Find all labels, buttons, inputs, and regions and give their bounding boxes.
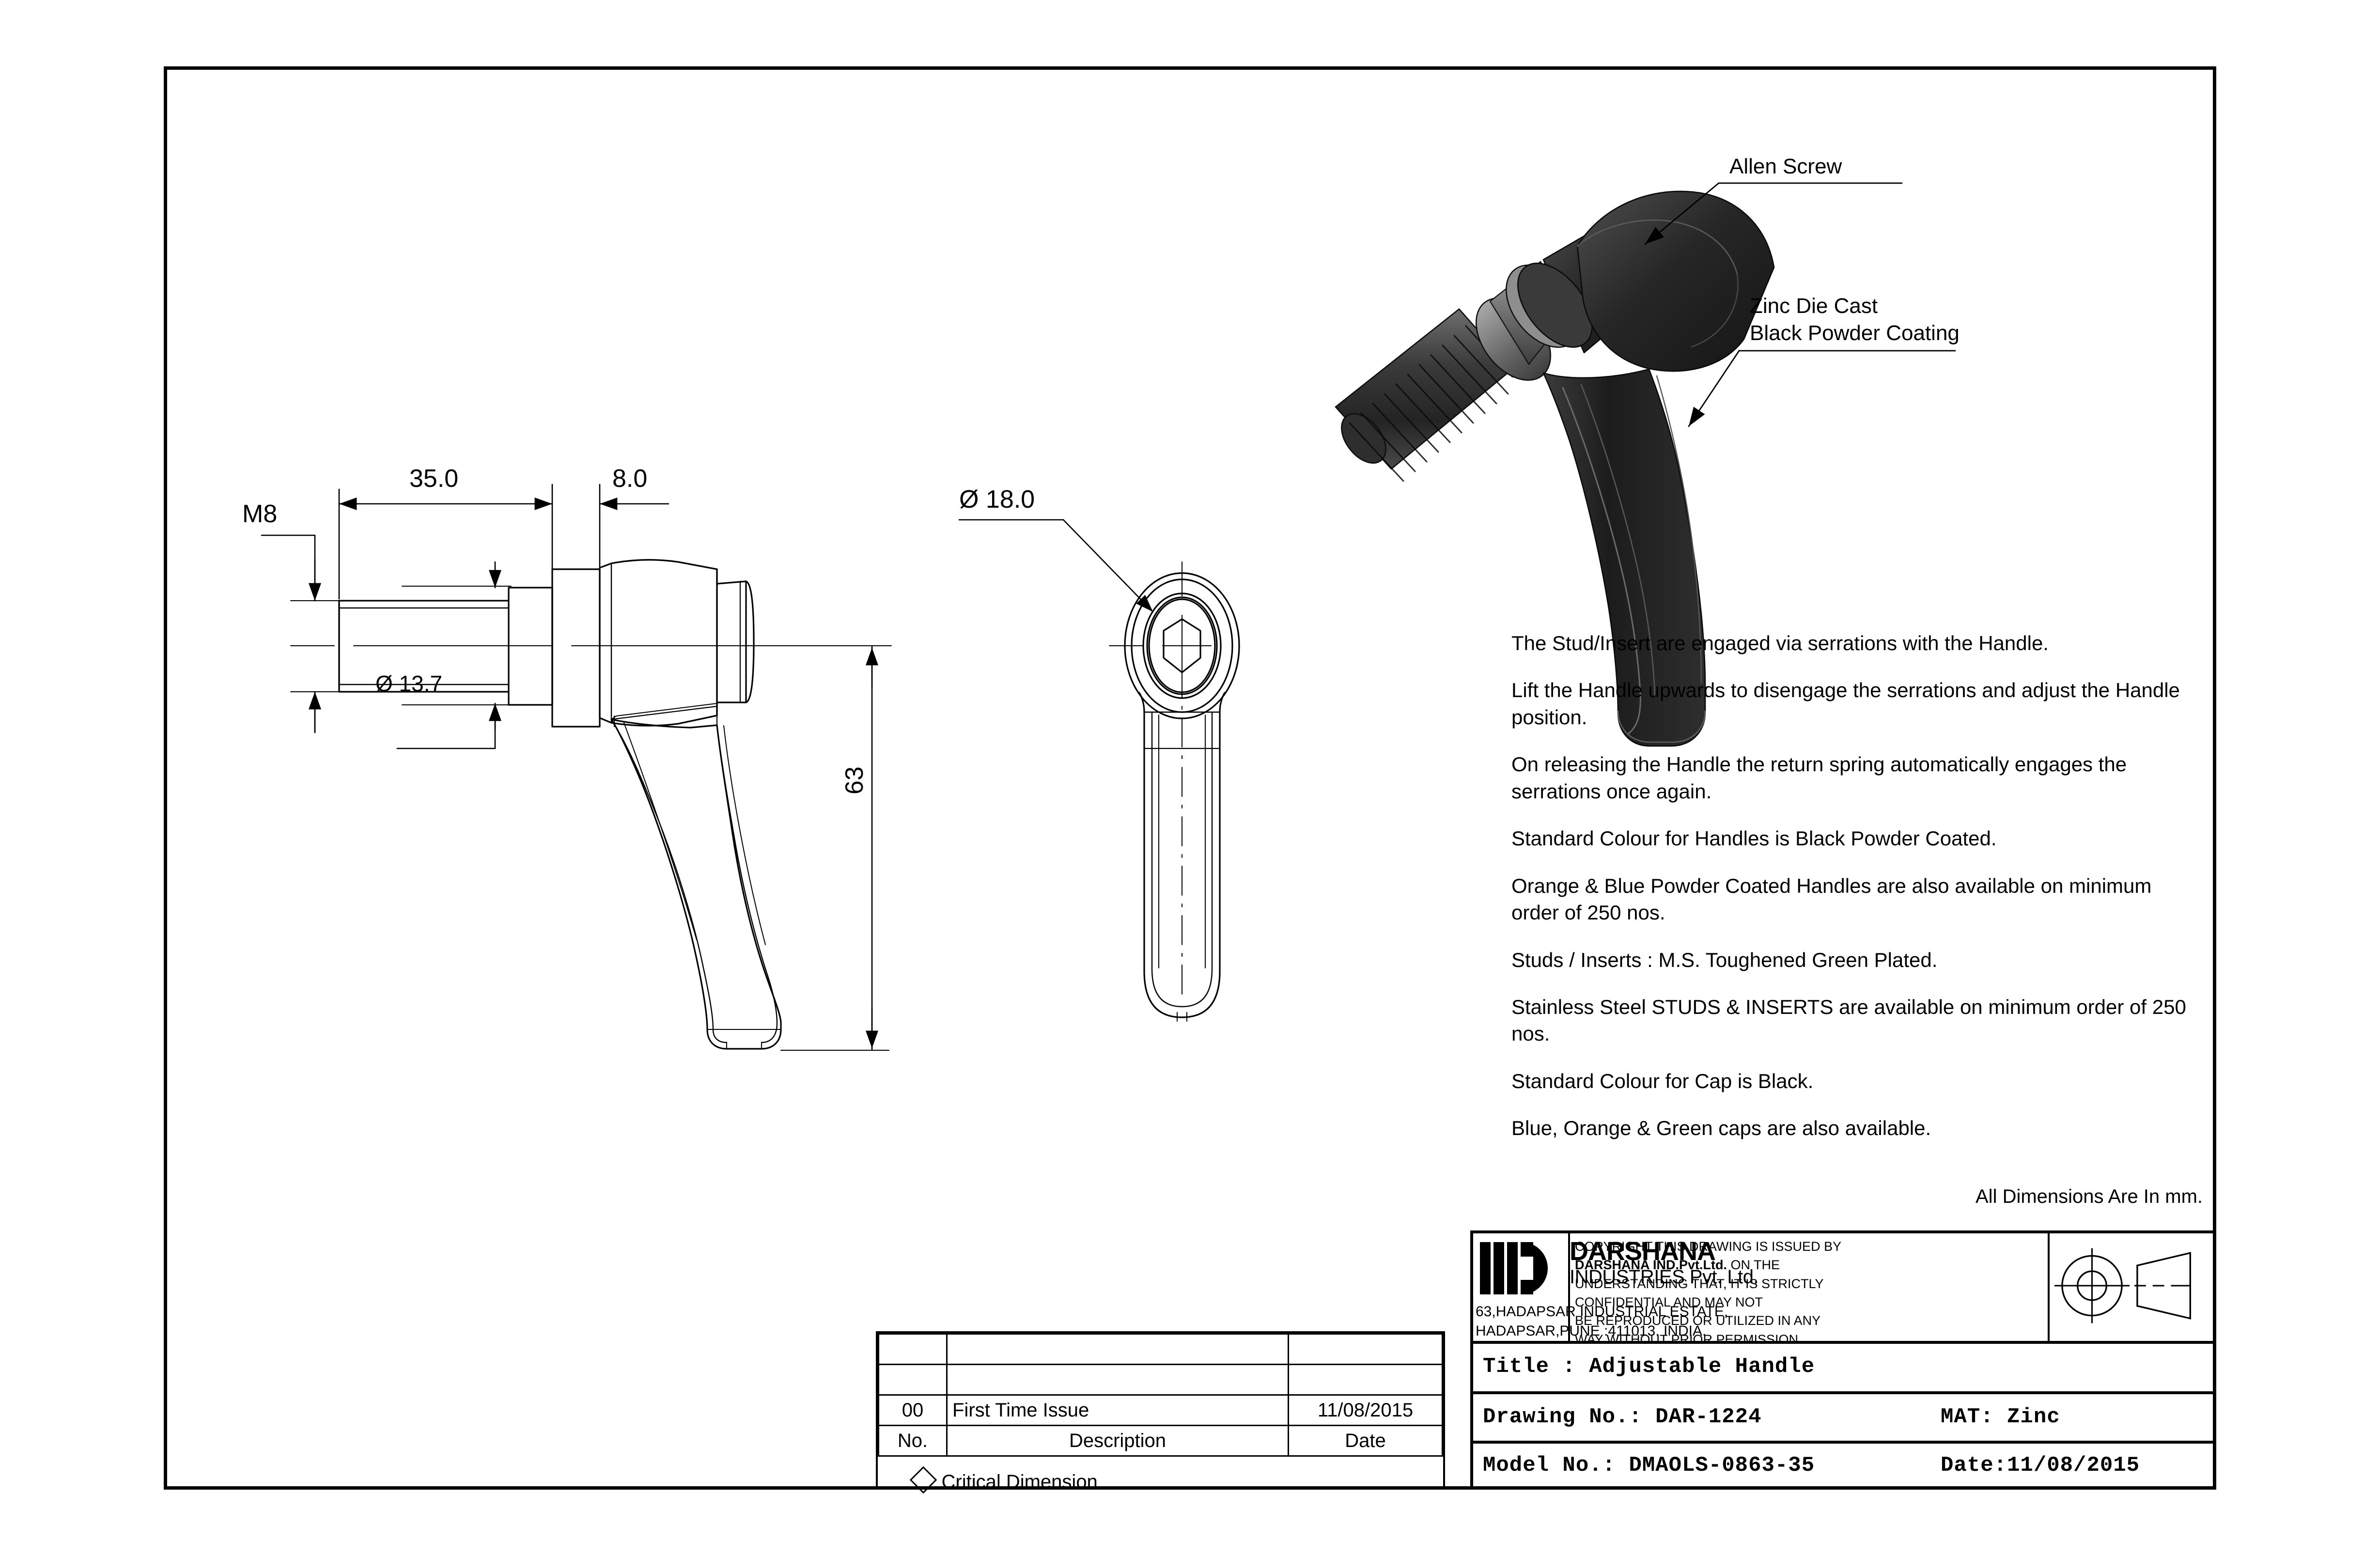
header-no: No. [878, 1425, 948, 1457]
dim-dia-18: Ø 18.0 [959, 485, 1035, 513]
material: MAT: Zinc [1941, 1405, 2060, 1429]
model-number-row: Model No.: DMAOLS-0863-35 Date:11/08/201… [1473, 1444, 2213, 1490]
company-name-block: DARSHANA INDUSTRIES Pvt. Ltd. [1570, 1236, 1759, 1288]
dim-m8: M8 [242, 500, 278, 528]
company-name-line2: INDUSTRIES Pvt. Ltd. [1570, 1266, 1759, 1288]
model-number: Model No.: DMAOLS-0863-35 [1483, 1453, 1815, 1478]
company-address-block: 63,HADAPSAR INDUSTRIAL ESTATE, HADAPSAR,… [1476, 1302, 1728, 1341]
note-item: The Stud/Insert are engaged via serratio… [1511, 632, 2049, 654]
copyright-line-2-rest: ON THE [1727, 1258, 1780, 1273]
title-block: COPYRIGHT THIS DRAWING IS ISSUED BY DARS… [1470, 1230, 2216, 1490]
projection-symbol-cell [2050, 1233, 2213, 1341]
diamond-icon [909, 1466, 937, 1494]
drawing-number-row: Drawing No.: DAR-1224 MAT: Zinc [1473, 1394, 2213, 1444]
notes-block: The Stud/Insert are engaged via serratio… [1511, 630, 2204, 1162]
title-block-top-row: COPYRIGHT THIS DRAWING IS ISSUED BY DARS… [1473, 1233, 2213, 1347]
drawing-title: Title : Adjustable Handle [1483, 1354, 1815, 1379]
darshana-logo-icon [1480, 1242, 1554, 1294]
rev-date [1288, 1364, 1443, 1396]
revision-table: 00 First Time Issue 11/08/2015 No. Descr… [876, 1331, 1445, 1508]
copyright-line-6: WAY WITHOUT PRIOR PERMISSION [1575, 1332, 1799, 1347]
note-item: Standard Colour for Handles is Black Pow… [1511, 827, 1997, 850]
copyright-line-5: BE REPRODUCED OR UTILIZED IN ANY [1575, 1313, 1821, 1328]
company-logo-cell [1473, 1233, 1570, 1341]
copyright-line-4: CONFIDENTIAL AND MAY NOT [1575, 1294, 1763, 1309]
dim-35: 35.0 [409, 465, 459, 493]
copyright-line-2: DARSHANA IND.Pvt.Ltd. ON THE [1575, 1256, 2043, 1274]
rev-no [878, 1333, 948, 1365]
callout-zinc-line1: Zinc Die Cast [1750, 294, 1878, 318]
note-item: On releasing the Handle the return sprin… [1511, 753, 2127, 803]
critical-dimension-cell: Critical Dimension [878, 1455, 1443, 1508]
header-date: Date [1288, 1425, 1443, 1457]
table-row [878, 1364, 1443, 1396]
rev-no [878, 1364, 948, 1396]
critical-dimension-row: Critical Dimension [878, 1455, 1443, 1508]
header-description: Description [946, 1425, 1289, 1457]
company-address-line2: HADAPSAR,PUNE :411013. INDIA. [1476, 1323, 1707, 1339]
callout-allen-screw: Allen Screw [1729, 155, 1842, 178]
note-item: Blue, Orange & Green caps are also avail… [1511, 1117, 1931, 1140]
rev-desc [946, 1333, 1289, 1365]
copyright-company: DARSHANA IND.Pvt.Ltd. [1575, 1258, 1727, 1273]
rev-no: 00 [878, 1394, 948, 1426]
note-item: Studs / Inserts : M.S. Toughened Green P… [1511, 948, 1938, 971]
rev-date [1288, 1333, 1443, 1365]
company-name-line1: DARSHANA [1570, 1237, 1716, 1266]
note-item: Orange & Blue Powder Coated Handles are … [1511, 874, 2152, 924]
drawing-date: Date:11/08/2015 [1941, 1453, 2140, 1478]
rev-desc [946, 1364, 1289, 1396]
rev-desc: First Time Issue [946, 1394, 1289, 1426]
rev-date: 11/08/2015 [1288, 1394, 1443, 1426]
copyright-line-1: COPYRIGHT THIS DRAWING IS ISSUED BY [1575, 1239, 1842, 1254]
dim-8: 8.0 [612, 465, 648, 493]
table-row: 00 First Time Issue 11/08/2015 [878, 1394, 1443, 1426]
copyright-cell: COPYRIGHT THIS DRAWING IS ISSUED BY DARS… [1570, 1233, 2050, 1347]
dim-63: 63 [840, 766, 869, 794]
callout-zinc-line2: Black Powder Coating [1750, 321, 1960, 345]
critical-dimension-label: Critical Dimension [941, 1471, 1098, 1493]
note-item: Stainless Steel STUDS & INSERTS are avai… [1511, 995, 2186, 1045]
note-item: Lift the Handle upwards to disengage the… [1511, 679, 2180, 729]
table-row [878, 1333, 1443, 1365]
dim-dia-13-7: Ø 13.7 [375, 671, 443, 696]
all-dimensions-note: All Dimensions Are In mm. [1976, 1186, 2203, 1207]
drawing-number: Drawing No.: DAR-1224 [1483, 1405, 1762, 1429]
copyright-line-3: UNDERSTANDING THAT, IT IS STRICTLY [1575, 1276, 1824, 1291]
company-address-line1: 63,HADAPSAR INDUSTRIAL ESTATE, [1476, 1304, 1728, 1320]
title-row: Title : Adjustable Handle [1473, 1344, 2213, 1394]
table-header-row: No. Description Date [878, 1425, 1443, 1457]
note-item: Standard Colour for Cap is Black. [1511, 1069, 1814, 1092]
first-angle-projection-icon [2054, 1248, 2191, 1323]
